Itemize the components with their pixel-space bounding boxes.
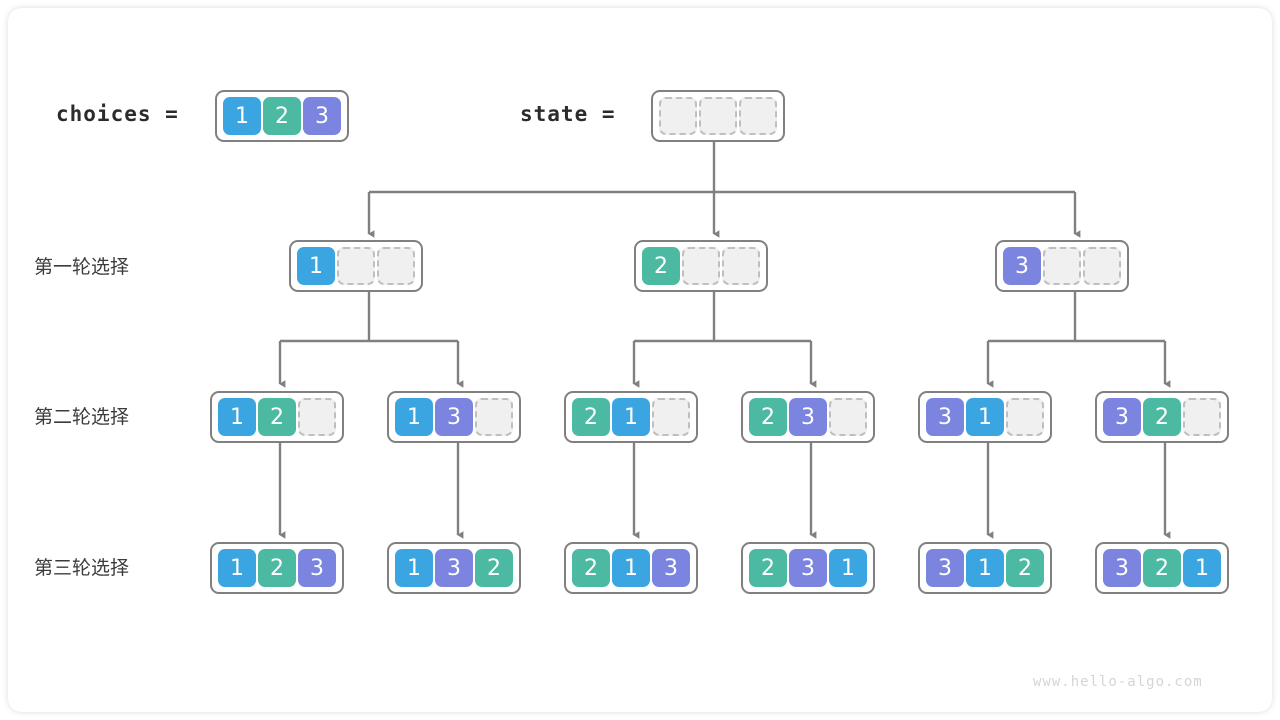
- tree-node-round1-2: 2: [634, 240, 768, 292]
- tree-node-round2-5-cell-1: 3: [926, 398, 964, 436]
- tree-connectors: [278, 132, 1171, 539]
- tree-node-round2-3-cell-3: [652, 398, 690, 436]
- tree-node-round2-6-cell-3: [1183, 398, 1221, 436]
- tree-node-round2-1-cell-3: [298, 398, 336, 436]
- tree-node-round3-6-cell-1: 3: [1103, 549, 1141, 587]
- tree-node-round1-3-cell-1: 3: [1003, 247, 1041, 285]
- state-cell-3: [739, 97, 777, 135]
- tree-node-round3-6-cell-2: 2: [1143, 549, 1181, 587]
- tree-node-round2-5-cell-2: 1: [966, 398, 1004, 436]
- tree-node-round3-1-cell-2: 2: [258, 549, 296, 587]
- row-label-round-2: 第二轮选择: [34, 406, 130, 428]
- tree-node-round1-2-cell-2: [682, 247, 720, 285]
- tree-node-round2-2-cell-1: 1: [395, 398, 433, 436]
- state-label: state =: [520, 102, 616, 126]
- tree-node-round3-6-cell-3: 1: [1183, 549, 1221, 587]
- choices-label: choices =: [56, 102, 179, 126]
- tree-node-round3-2-cell-2: 3: [435, 549, 473, 587]
- tree-node-round2-2-cell-3: [475, 398, 513, 436]
- tree-node-round1-3: 3: [995, 240, 1129, 292]
- tree-node-round3-2-cell-1: 1: [395, 549, 433, 587]
- tree-node-round3-1-cell-3: 3: [298, 549, 336, 587]
- tree-node-round2-3-cell-1: 2: [572, 398, 610, 436]
- state-cell-1: [659, 97, 697, 135]
- tree-node-round3-5-cell-1: 3: [926, 549, 964, 587]
- tree-node-round1-3-cell-2: [1043, 247, 1081, 285]
- tree-node-round2-1-cell-2: 2: [258, 398, 296, 436]
- tree-node-round1-1: 1: [289, 240, 423, 292]
- tree-node-round2-2-cell-2: 3: [435, 398, 473, 436]
- tree-node-round3-2-cell-3: 2: [475, 549, 513, 587]
- tree-node-round3-3-cell-3: 3: [652, 549, 690, 587]
- tree-node-round1-3-cell-3: [1083, 247, 1121, 285]
- watermark: www.hello-algo.com: [1033, 674, 1203, 690]
- tree-node-round2-4-cell-1: 2: [749, 398, 787, 436]
- row-label-round-1: 第一轮选择: [34, 256, 130, 278]
- tree-node-round1-1-cell-2: [337, 247, 375, 285]
- tree-node-round3-3-cell-1: 2: [572, 549, 610, 587]
- choices-cell-2: 2: [263, 97, 301, 135]
- tree-node-round1-1-cell-1: 1: [297, 247, 335, 285]
- tree-node-round1-1-cell-3: [377, 247, 415, 285]
- tree-node-round3-5-cell-2: 1: [966, 549, 1004, 587]
- tree-node-round2-3-cell-2: 1: [612, 398, 650, 436]
- choices-cell-3: 3: [303, 97, 341, 135]
- tree-node-round2-6-cell-1: 3: [1103, 398, 1141, 436]
- state-cell-2: [699, 97, 737, 135]
- row-label-round-3: 第三轮选择: [34, 557, 130, 579]
- tree-node-round1-2-cell-3: [722, 247, 760, 285]
- tree-node-round3-4-cell-3: 1: [829, 549, 867, 587]
- tree-node-round2-4-cell-3: [829, 398, 867, 436]
- tree-node-round3-4-cell-1: 2: [749, 549, 787, 587]
- tree-node-round2-1-cell-1: 1: [218, 398, 256, 436]
- choices-cell-1: 1: [223, 97, 261, 135]
- tree-node-round2-4-cell-2: 3: [789, 398, 827, 436]
- tree-node-round3-5-cell-3: 2: [1006, 549, 1044, 587]
- tree-node-round1-2-cell-1: 2: [642, 247, 680, 285]
- tree-node-round3-3-cell-2: 1: [612, 549, 650, 587]
- tree-node-round2-5-cell-3: [1006, 398, 1044, 436]
- tree-node-round3-4-cell-2: 3: [789, 549, 827, 587]
- state-array: [651, 90, 785, 142]
- tree-node-round3-1-cell-1: 1: [218, 549, 256, 587]
- tree-node-round2-6-cell-2: 2: [1143, 398, 1181, 436]
